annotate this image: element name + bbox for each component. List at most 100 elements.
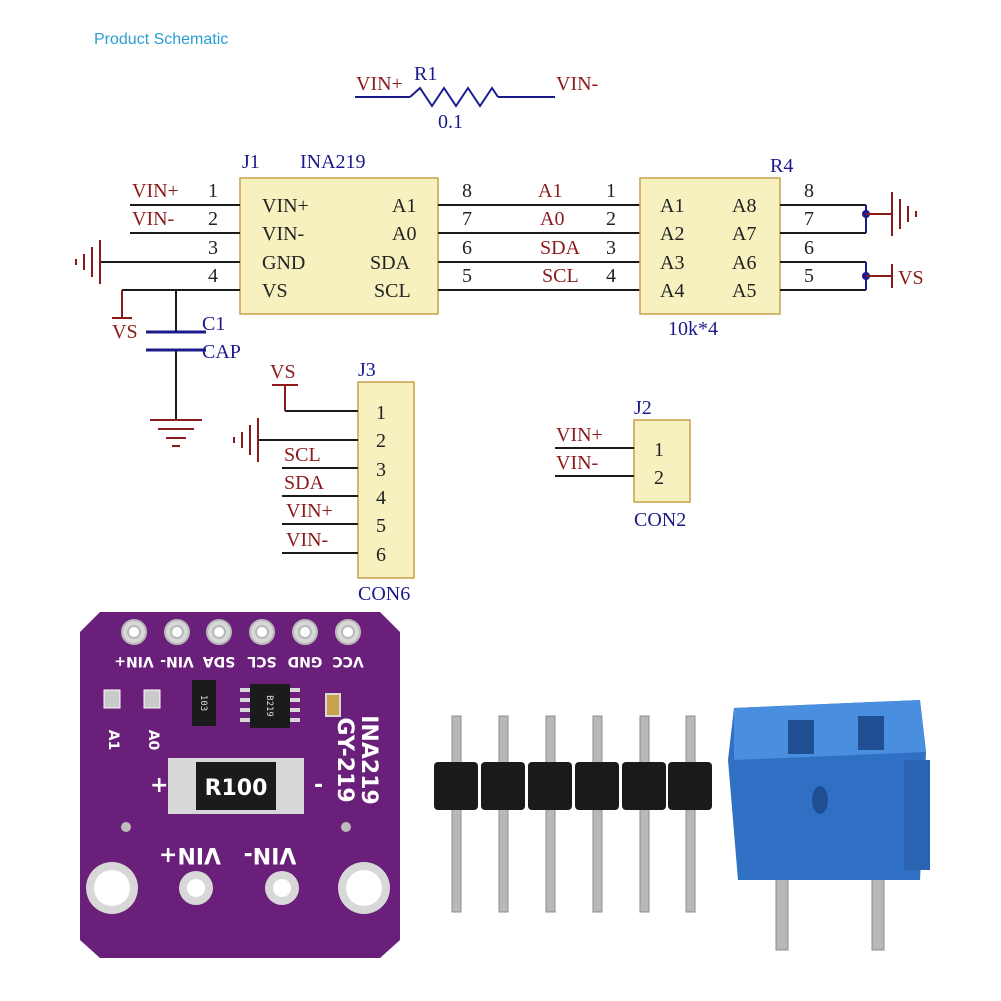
c1-net: VS (112, 321, 138, 343)
j1-left-num-1: 1 (208, 180, 218, 202)
j3-part: CON6 (358, 583, 410, 605)
r1-value: 0.1 (438, 111, 463, 133)
r4-right-name-7: A7 (732, 223, 756, 245)
r4-right-num-5: 5 (804, 265, 814, 287)
j1-left-name-2: VIN- (262, 223, 304, 245)
r4-left-name-2: A2 (660, 223, 684, 245)
j3-net-6: VIN- (286, 529, 328, 551)
j1-right-name-6: SDA (370, 252, 411, 274)
board-header-pads (121, 619, 361, 645)
j1-left-net-2: VIN- (132, 208, 174, 230)
j2-net-2: VIN- (556, 452, 598, 474)
pin-header (434, 715, 712, 913)
board-model: GY-219 (332, 717, 357, 802)
c1-capacitor: VS C1 CAP (112, 289, 241, 447)
r4-left-num-2: 2 (606, 208, 616, 230)
j3-ref: J3 (358, 359, 376, 381)
j1-right-num-7: 7 (462, 208, 472, 230)
board-vin-plus: VIN+ (159, 842, 221, 867)
j1-part: INA219 (300, 151, 366, 173)
j3-connector: J3 CON6 1 2 3 4 5 6 VS SCL SDA VIN+ VIN- (233, 359, 415, 605)
board-pin-label-2: VIN- (160, 653, 194, 669)
r1-resistor: VIN+ R1 0.1 VIN- (355, 63, 598, 133)
r4-right-num-8: 8 (804, 180, 814, 202)
j3-pin-2: 2 (376, 430, 386, 452)
board-res-text: 103 (198, 695, 208, 711)
r4-right-num-6: 6 (804, 237, 814, 259)
j1-right-name-5: SCL (374, 280, 411, 302)
gy219-board: VIN+ VIN- SDA SCL GND VCC A1 A0 103 B219… (80, 612, 400, 958)
j1-right-net-8: A1 (538, 180, 562, 202)
board-vin-minus: VIN- (244, 842, 297, 867)
board-pin-label-6: VCC (332, 653, 363, 669)
board-shunt: R100 (205, 776, 268, 801)
r4-vs-net: VS (898, 267, 924, 289)
r4-left-name-1: A1 (660, 195, 684, 217)
r4-ground-symbol (891, 192, 917, 236)
board-a0-label: A0 (145, 730, 161, 751)
j1-right-name-7: A0 (392, 223, 416, 245)
board-pin-label-3: SDA (203, 653, 236, 669)
board-name: INA219 (356, 715, 381, 805)
j3-pin-6: 6 (376, 544, 386, 566)
j2-connector: J2 CON2 1 2 VIN+ VIN- (555, 397, 691, 531)
r1-net-left: VIN+ (356, 73, 403, 95)
j1-left-name-3: GND (262, 252, 305, 274)
j1-right-num-8: 8 (462, 180, 472, 202)
j3-pin-3: 3 (376, 459, 386, 481)
r4-resistor-network: R4 10k*4 1 2 3 4 A1 A2 A3 A4 A8 A7 A6 A5… (606, 155, 924, 340)
j2-net-1: VIN+ (556, 424, 603, 446)
j2-part: CON2 (634, 509, 686, 531)
r4-value: 10k*4 (668, 318, 718, 340)
j1-ina219: J1 INA219 VIN+ VIN- 1 2 3 4 VIN+ VIN- GN… (100, 151, 640, 315)
r4-left-num-4: 4 (606, 265, 616, 287)
r4-left-name-4: A4 (660, 280, 684, 302)
r1-ref: R1 (414, 63, 437, 85)
j3-net-4: SDA (284, 472, 325, 494)
j1-right-net-5: SCL (542, 265, 579, 287)
board-pin-label-1: VIN+ (114, 653, 154, 669)
c1-value: CAP (202, 341, 241, 363)
r4-left-num-3: 3 (606, 237, 616, 259)
j2-ref: J2 (634, 397, 652, 419)
board-plus: + (150, 773, 168, 798)
r4-right-name-8: A8 (732, 195, 756, 217)
j3-pin-4: 4 (376, 487, 386, 509)
r4-left-name-3: A3 (660, 252, 684, 274)
board-a1-label: A1 (105, 730, 121, 751)
board-pin-label-4: SCL (247, 653, 276, 669)
j1-left-num-4: 4 (208, 265, 218, 287)
j3-pin-1: 1 (376, 402, 386, 424)
j3-net-5: VIN+ (286, 500, 333, 522)
j1-left-num-3: 3 (208, 237, 218, 259)
j1-ground-symbol (75, 240, 101, 284)
j1-left-name-1: VIN+ (262, 195, 309, 217)
r1-net-right: VIN- (556, 73, 598, 95)
j2-pin-2: 2 (654, 467, 664, 489)
j1-right-num-5: 5 (462, 265, 472, 287)
j1-left-num-2: 2 (208, 208, 218, 230)
j1-right-name-8: A1 (392, 195, 416, 217)
r4-left-num-1: 1 (606, 180, 616, 202)
r4-right-name-5: A5 (732, 280, 756, 302)
j1-left-net-1: VIN+ (132, 180, 179, 202)
screw-terminal (728, 700, 930, 951)
page-heading: Product Schematic (94, 31, 229, 48)
j2-pin-1: 1 (654, 439, 664, 461)
board-minus: - (314, 773, 323, 798)
j3-ground-symbol (233, 418, 259, 462)
j1-right-num-6: 6 (462, 237, 472, 259)
j1-right-net-6: SDA (540, 237, 581, 259)
r4-right-name-6: A6 (732, 252, 756, 274)
j3-pin-5: 5 (376, 515, 386, 537)
r4-ref: R4 (770, 155, 793, 177)
r4-right-num-7: 7 (804, 208, 814, 230)
board-pin-label-5: GND (288, 653, 323, 669)
j1-right-net-7: A0 (540, 208, 564, 230)
c1-ground-symbol (150, 419, 202, 447)
c1-ref: C1 (202, 313, 225, 335)
j3-net-3: SCL (284, 444, 321, 466)
j1-left-name-4: VS (262, 280, 288, 302)
j3-net-1: VS (270, 361, 296, 383)
